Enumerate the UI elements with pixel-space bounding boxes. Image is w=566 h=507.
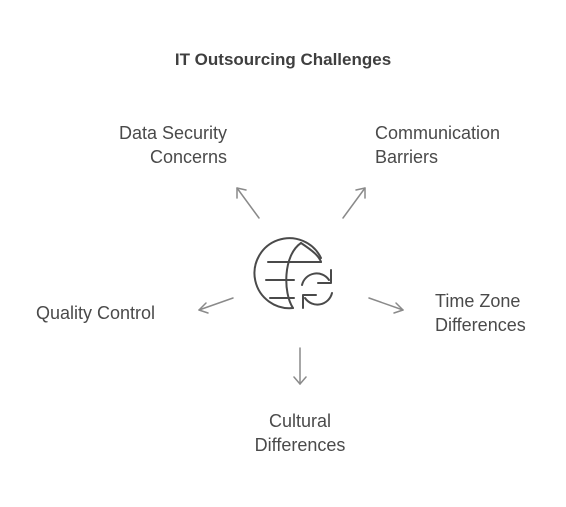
arrow-to-quality-control bbox=[198, 297, 234, 314]
diagram-title: IT Outsourcing Challenges bbox=[174, 50, 392, 69]
challenge-quality-control: Quality Control bbox=[36, 303, 156, 323]
challenge-time-zone: Time Zone Differences bbox=[435, 291, 526, 335]
challenge-communication-barriers: Communication Barriers bbox=[375, 123, 501, 167]
arrow-to-data-security bbox=[236, 187, 260, 219]
arrow-to-cultural bbox=[293, 347, 307, 385]
challenge-data-security: Data Security Concerns bbox=[118, 123, 227, 167]
challenge-cultural: Cultural Differences bbox=[254, 411, 346, 455]
arrow-to-communication bbox=[342, 187, 366, 219]
arrow-to-time-zone bbox=[368, 297, 404, 314]
globe-with-refresh-icon bbox=[253, 237, 336, 310]
